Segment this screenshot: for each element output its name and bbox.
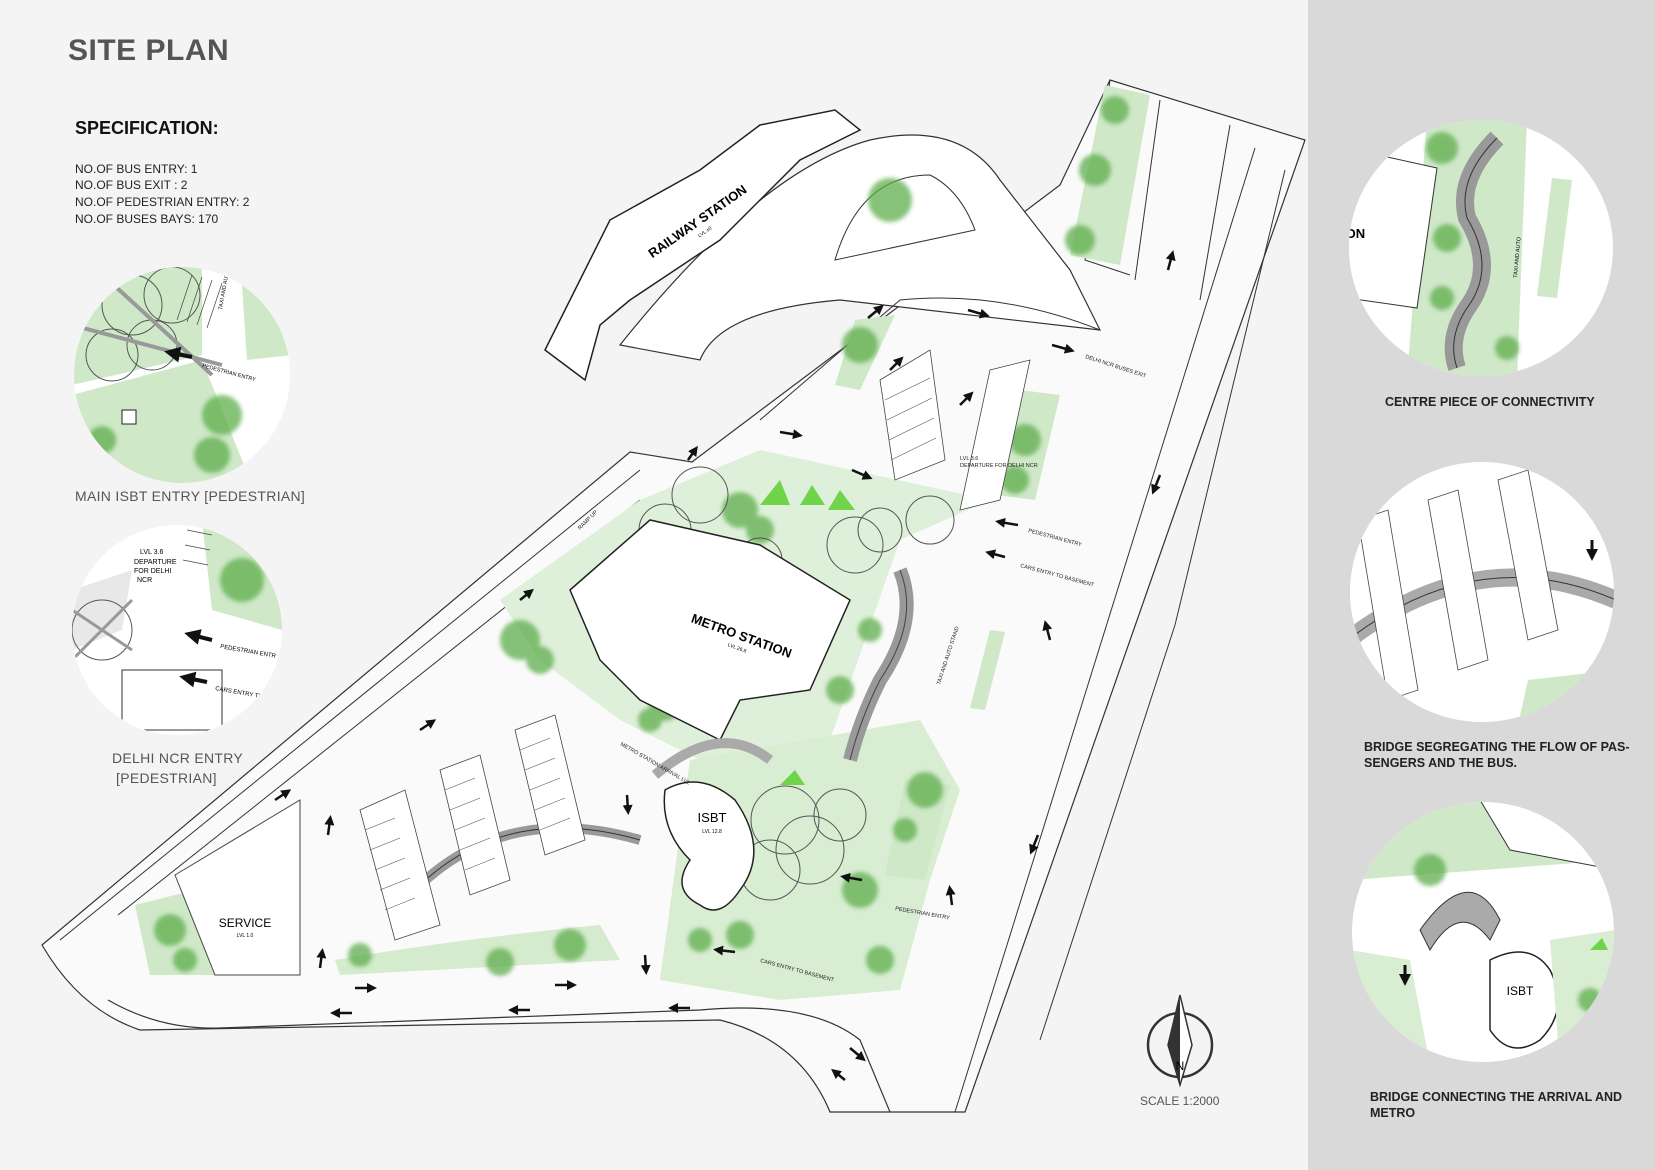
page-title: SITE PLAN	[68, 34, 230, 67]
spec-bus-exit: NO.OF BUS EXIT : 2	[75, 178, 188, 192]
spec-bus-entry: NO.OF BUS ENTRY: 1	[75, 162, 198, 176]
scale-label: SCALE 1:2000	[1140, 1094, 1220, 1108]
detail-circle-delhi-ncr: LVL 3.6 DEPARTURE FOR DELHI NCR PEDESTRI…	[72, 525, 282, 735]
isbt-level: LVL 12.8	[702, 829, 722, 835]
caption-centre-piece: CENTRE PIECE OF CONNECTIVITY	[1385, 395, 1595, 409]
caption-bridge-segregating-2: SENGERS AND THE BUS.	[1364, 756, 1518, 770]
north-arrow-icon: N	[1146, 994, 1214, 1088]
detail-circle-bridge-segregating	[1350, 462, 1614, 722]
detail-ion-label: ION	[1347, 226, 1365, 241]
detail-circle-bridge-connecting: ISBT	[1352, 802, 1614, 1062]
north-label: N	[1176, 1059, 1185, 1073]
caption-bridge-connecting: BRIDGE CONNECTING THE ARRIVAL AND	[1370, 1090, 1623, 1104]
caption-bridge-connecting-2: METRO	[1370, 1106, 1416, 1120]
detail-departure-1: DEPARTURE	[134, 559, 177, 566]
specification-heading: SPECIFICATION:	[75, 118, 219, 138]
detail-taxi-label-2: TAXI AND AUTO	[1513, 236, 1523, 278]
detail-circle-centre-piece: ION TAXI AND AUTO	[1347, 120, 1613, 376]
caption-delhi-ncr-entry: DELHI NCR ENTRY	[112, 750, 244, 766]
detail-lvl-label: LVL 3.6	[140, 549, 163, 556]
caption-main-isbt-entry: MAIN ISBT ENTRY [PEDESTRIAN]	[75, 488, 306, 504]
detail-isbt-label: ISBT	[1507, 984, 1534, 998]
isbt-label: ISBT	[698, 810, 727, 825]
departure-label: DEPARTURE FOR DELHI NCR	[960, 463, 1038, 469]
spec-pedestrian-entry: NO.OF PEDESTRIAN ENTRY: 2	[75, 195, 250, 209]
caption-delhi-ncr-entry-sub: [PEDESTRIAN]	[116, 770, 217, 786]
detail-departure-3: NCR	[137, 577, 152, 584]
detail-circle-main-entry: TAXI AND AUTO PEDESTRIAN ENTRY	[74, 267, 290, 483]
service-level: LVL 1.0	[237, 933, 254, 939]
service-label: SERVICE	[219, 916, 271, 930]
detail-departure-2: FOR DELHI	[134, 568, 171, 575]
caption-bridge-segregating: BRIDGE SEGREGATING THE FLOW OF PAS-	[1364, 740, 1630, 754]
spec-bus-bays: NO.OF BUSES BAYS: 170	[75, 212, 219, 226]
departure-level-label: LVL 3.6	[960, 456, 978, 462]
